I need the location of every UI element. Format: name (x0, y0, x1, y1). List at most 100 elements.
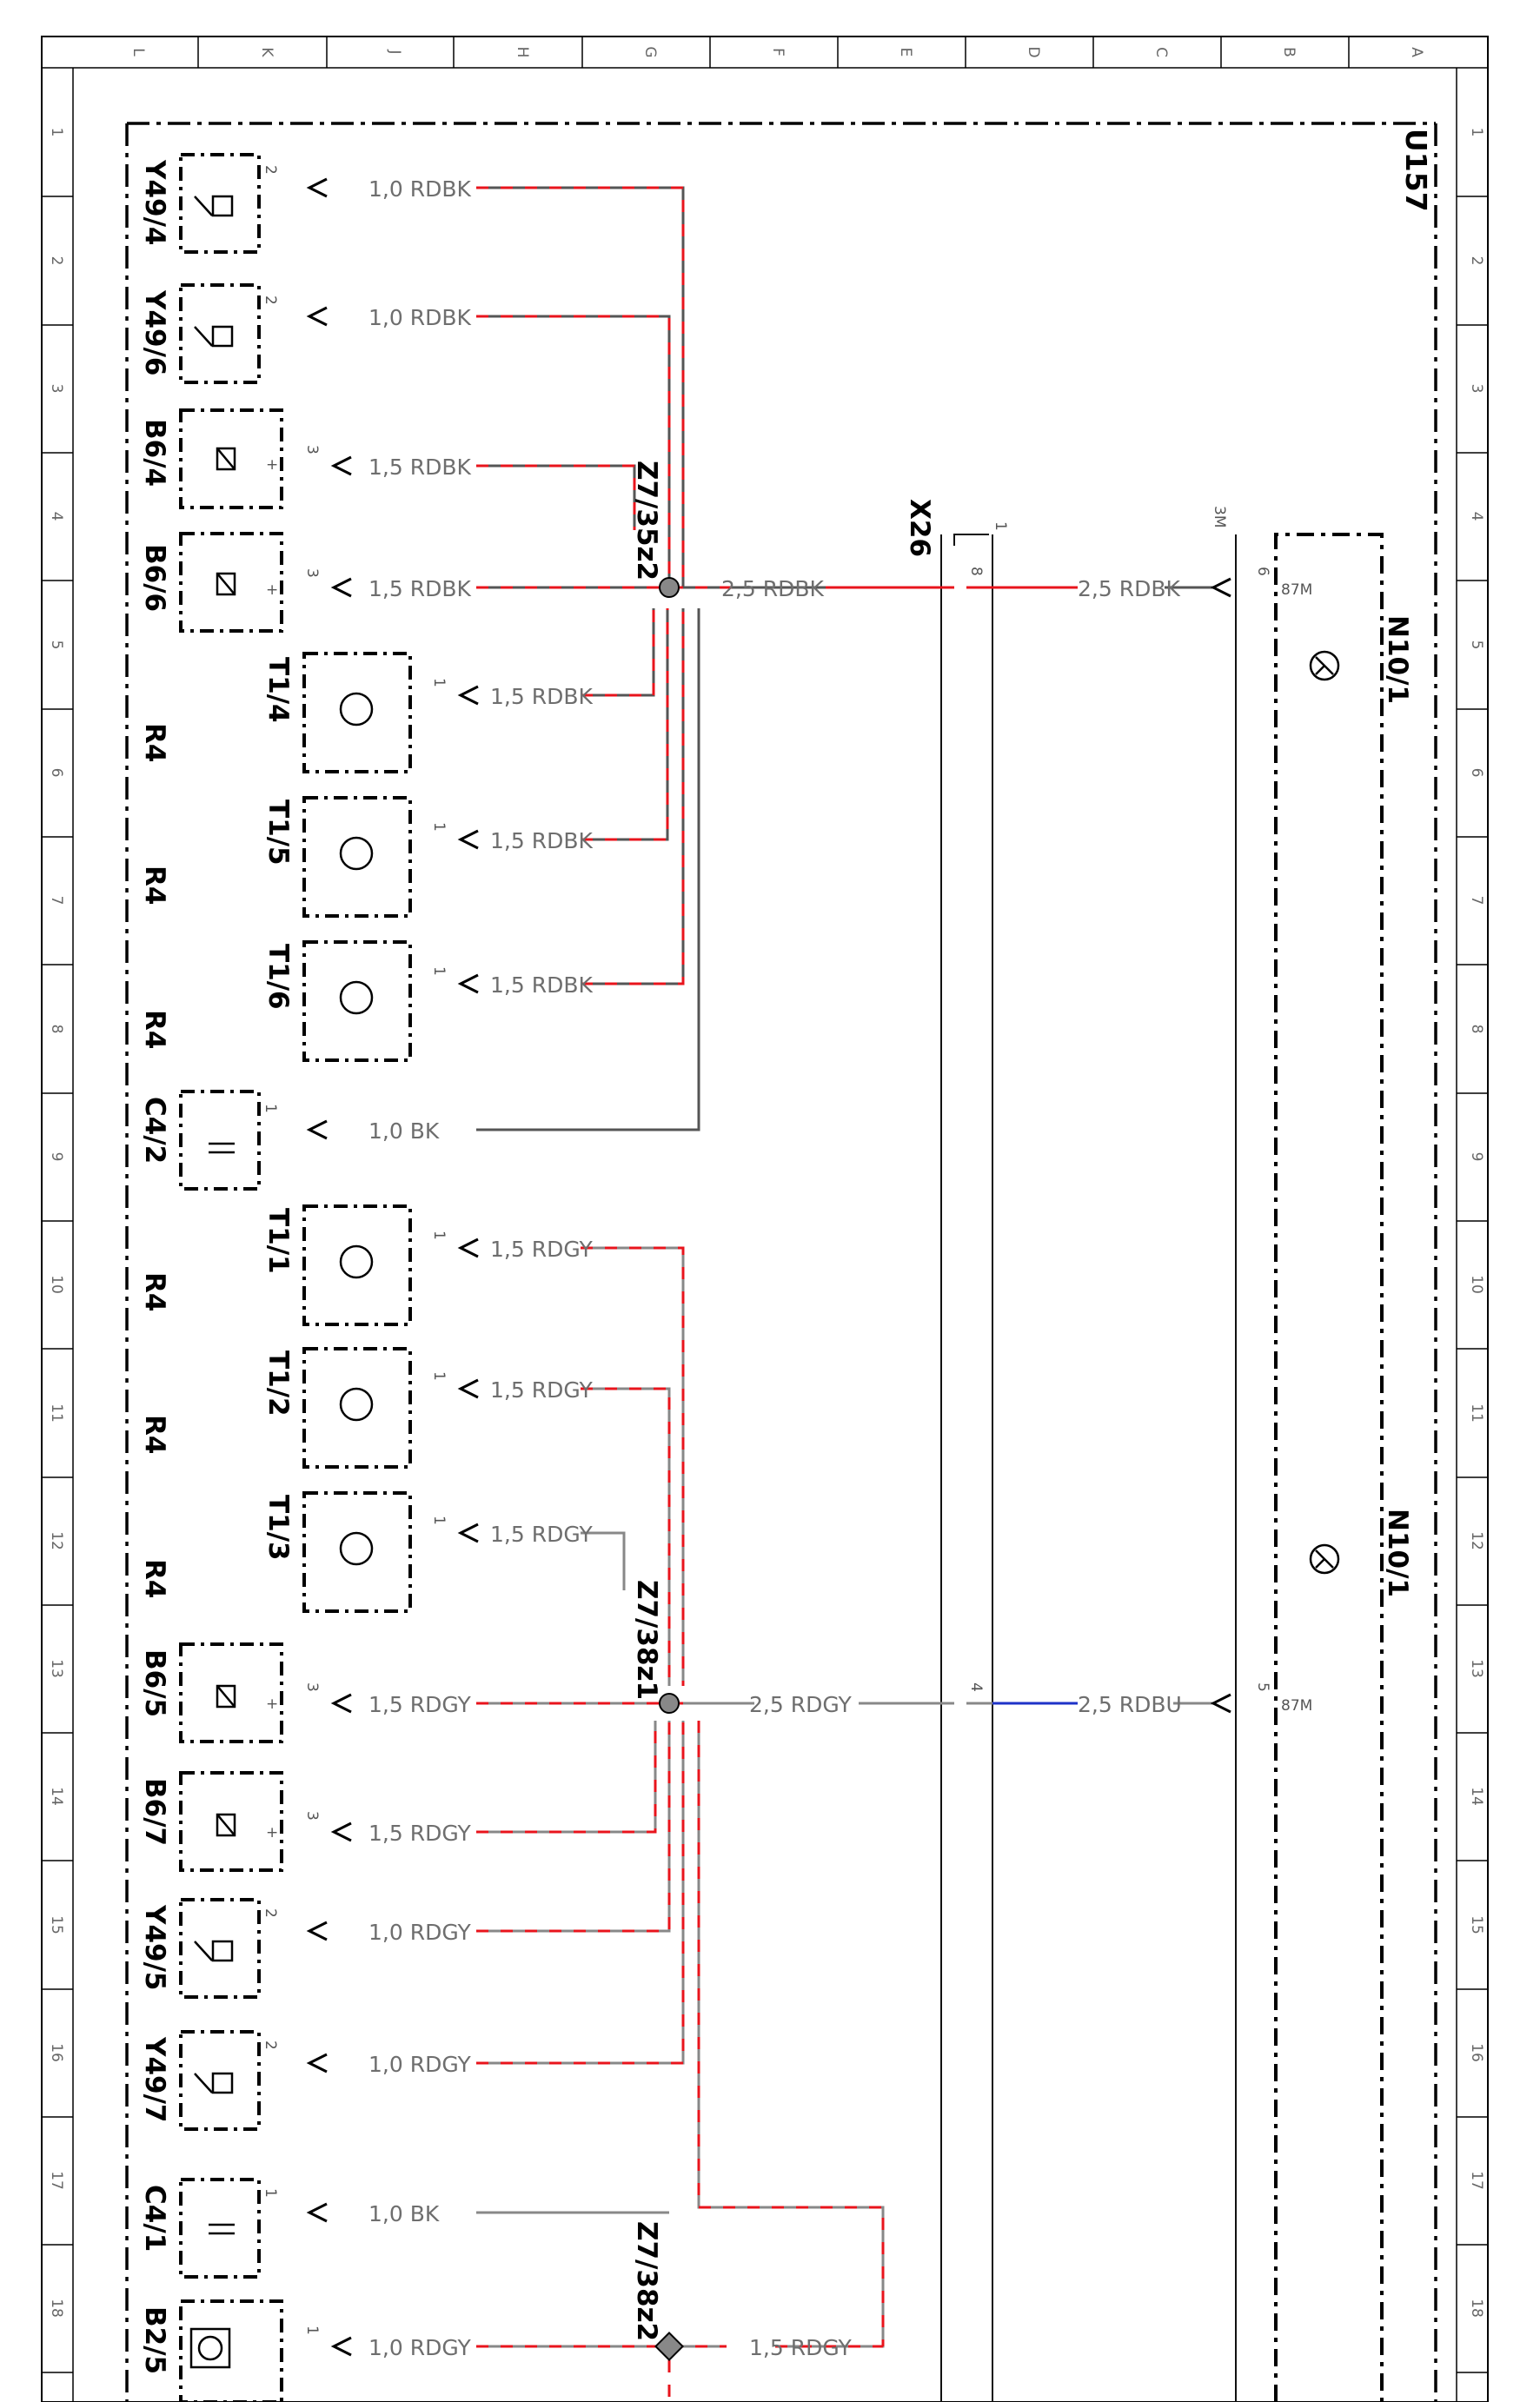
splice-z7-38z1 (659, 1693, 680, 1714)
pin-label: 1 (262, 2188, 279, 2198)
component-label: C4/1 (139, 2185, 170, 2252)
row-label: 6 (1468, 768, 1485, 778)
pin-label: 1 (430, 966, 448, 976)
component-label: R4 (139, 1415, 170, 1454)
column-label: F (769, 48, 787, 56)
row-label: 1 (1468, 128, 1485, 137)
valve-icon (194, 1940, 234, 1962)
valve-icon (194, 325, 234, 348)
pin-label: 87M (1281, 581, 1312, 599)
wire-label: 1,0 RDBK (368, 305, 471, 330)
sensor-icon (216, 572, 236, 596)
column-label: A (1408, 47, 1425, 57)
pin-label: 1 (430, 678, 448, 687)
pin-label: + (266, 456, 278, 474)
pressure-sensor-icon (189, 2327, 231, 2369)
n10-1-label: N10/1 (1382, 1509, 1413, 1597)
component-label: R4 (139, 723, 170, 762)
component-label: R4 (139, 1272, 170, 1311)
pin-label: 1 (303, 2326, 321, 2335)
column-label: B (1280, 47, 1298, 57)
lower-harness (476, 1246, 1215, 2402)
n10-1-module (1274, 533, 1384, 2402)
pin-label: 1 (430, 1371, 448, 1381)
row-ticks (42, 196, 1488, 2373)
transistor-icon (339, 1244, 374, 1279)
wire-label: 1,5 RDGY (368, 1821, 471, 1846)
wire-label: 1,5 RDGY (368, 1692, 471, 1717)
wire-label: 1,5 RDGY (490, 1237, 593, 1262)
pin-label: 1 (262, 1104, 279, 1113)
row-label: 15 (48, 1915, 65, 1934)
row-label: 9 (1468, 1152, 1485, 1162)
wire-label: 1,5 RDGY (749, 2335, 852, 2360)
wire-label: 1,0 RDGY (368, 2335, 471, 2360)
component-label: T1/6 (262, 944, 294, 1010)
pin-label: + (266, 581, 278, 599)
column-label: C (1152, 47, 1170, 57)
component-label: Y49/4 (139, 159, 170, 245)
row-label: 5 (1468, 640, 1485, 650)
wire-label: 1,5 RDBK (368, 455, 471, 480)
component-label: C4/2 (139, 1097, 170, 1164)
component-label: Y49/6 (139, 289, 170, 375)
wire-label: 1,5 RDGY (490, 1377, 593, 1403)
row-label: 2 (48, 256, 65, 266)
column-label: H (514, 47, 531, 58)
drawing-frame (41, 36, 1489, 2402)
valve-icon (194, 195, 234, 217)
splice-z7-38z2 (654, 2332, 684, 2361)
transistor-icon (339, 1387, 374, 1422)
x26-label: X26 (904, 499, 935, 557)
row-label: 14 (48, 1787, 65, 1806)
wire-label: 1,5 RDBK (490, 684, 593, 709)
row-label: 6 (48, 768, 65, 778)
row-label: 10 (1468, 1275, 1485, 1294)
capacitor-icon (209, 1142, 235, 1154)
component-label: Y49/7 (139, 2036, 170, 2122)
row-label: 8 (1468, 1025, 1485, 1034)
row-label: 7 (1468, 896, 1485, 906)
transistor-icon (1309, 1543, 1340, 1575)
column-label: D (1025, 46, 1042, 57)
pin-label: 1 (430, 822, 448, 832)
wire-label: 2,5 RDGY (749, 1692, 852, 1717)
transistor-icon (339, 980, 374, 1015)
column-label: L (129, 48, 147, 56)
component-symbols (189, 195, 374, 2369)
row-label: 13 (1468, 1659, 1485, 1678)
row-label: 17 (48, 2171, 65, 2190)
splice-z7-35z2 (659, 577, 680, 598)
row-label: 7 (48, 896, 65, 906)
pin-label: 3 (303, 1682, 321, 1692)
wire-label: 1,5 RDBK (490, 972, 593, 998)
column-label: K (258, 47, 275, 57)
column-label: E (897, 48, 914, 57)
column-label: J (386, 49, 403, 54)
wire-label: 1,5 RDGY (490, 1522, 593, 1547)
component-label: B6/7 (139, 1778, 170, 1846)
transistor-icon (1309, 650, 1340, 681)
splice-label-z7-35z2: Z7/35z2 (631, 461, 662, 581)
shield-label: 3M (1211, 506, 1228, 528)
pin-label: 1 (430, 1516, 448, 1525)
component-label: R4 (139, 866, 170, 905)
pin-label: 2 (262, 2040, 279, 2050)
component-label: T1/1 (262, 1208, 294, 1274)
wire-label: 1,5 RDBK (490, 828, 593, 853)
row-label: 15 (1468, 1915, 1485, 1934)
row-label: 16 (48, 2043, 65, 2062)
sensor-icon (216, 1813, 236, 1837)
row-label: 9 (48, 1152, 65, 1162)
component-label: T1/5 (262, 800, 294, 866)
row-label: 18 (1468, 2299, 1485, 2318)
wire-label: 1,0 BK (368, 1118, 440, 1144)
transistor-icon (339, 692, 374, 727)
pin-label: 2 (262, 165, 279, 175)
n10-1-label: N10/1 (1382, 615, 1413, 704)
pin-label: 5 (1254, 1682, 1271, 1692)
pin-label: 87M (1281, 1697, 1312, 1715)
connector-arrows (306, 177, 1231, 2357)
component-label: B6/4 (139, 419, 170, 487)
pin-label: 1 (992, 521, 1009, 531)
